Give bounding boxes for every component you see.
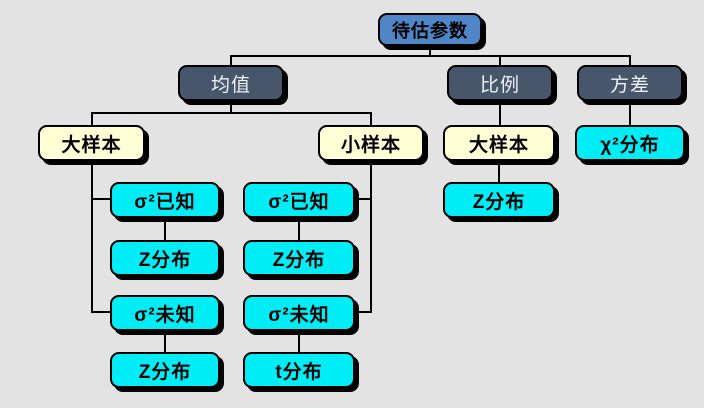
connector-sigma-known-large-to-z [164, 218, 166, 240]
node-sigma-unknown-large: σ²未知 [110, 295, 220, 331]
connector-large-sample-spine [91, 161, 93, 313]
node-variance: 方差 [577, 65, 683, 101]
connector-proportion-to-large-sample [499, 101, 501, 125]
node-z-distribution-known-small: Z分布 [243, 240, 355, 276]
connector-spine-to-sigma-known-small [355, 198, 370, 200]
connector-spine-to-sigma-known-large [93, 198, 110, 200]
connector-variance-to-chi-square [629, 101, 631, 125]
connector-spine-to-sigma-unknown-large [93, 311, 110, 313]
connector-spine-to-sigma-unknown-small [355, 311, 370, 313]
connector-level1-horizontal [230, 55, 631, 57]
connector-sigma-unknown-large-to-z [164, 331, 166, 352]
connector-to-proportion [499, 57, 501, 65]
node-z-distribution-proportion: Z分布 [443, 182, 555, 218]
node-small-sample-mean: 小样本 [318, 125, 424, 161]
node-sigma-known-large: σ²已知 [110, 182, 220, 218]
node-mean: 均值 [178, 65, 284, 101]
connector-root-to-branch [429, 46, 431, 57]
node-chi-square-distribution: χ²分布 [575, 125, 685, 161]
node-large-sample-proportion: 大样本 [443, 125, 555, 161]
connector-to-large-sample-mean [91, 114, 93, 125]
node-sigma-unknown-small: σ²未知 [243, 295, 355, 331]
node-z-distribution-known-large: Z分布 [110, 240, 220, 276]
node-sigma-known-small: σ²已知 [243, 182, 355, 218]
connector-sigma-known-small-to-z [298, 218, 300, 240]
node-z-distribution-unknown-large: Z分布 [110, 352, 220, 388]
connector-small-sample-spine [370, 161, 372, 313]
connector-to-mean [230, 57, 232, 65]
node-root-parameters: 待估参数 [378, 13, 482, 46]
connector-large-sample-proportion-to-z [498, 161, 500, 182]
connector-mean-horizontal [91, 112, 372, 114]
connector-to-variance [629, 57, 631, 65]
node-large-sample-mean: 大样本 [38, 125, 145, 161]
node-t-distribution: t分布 [243, 352, 355, 388]
node-proportion: 比例 [447, 65, 553, 101]
connector-to-small-sample-mean [370, 114, 372, 125]
connector-sigma-unknown-small-to-t [298, 331, 300, 352]
connector-mean-down [230, 101, 232, 113]
